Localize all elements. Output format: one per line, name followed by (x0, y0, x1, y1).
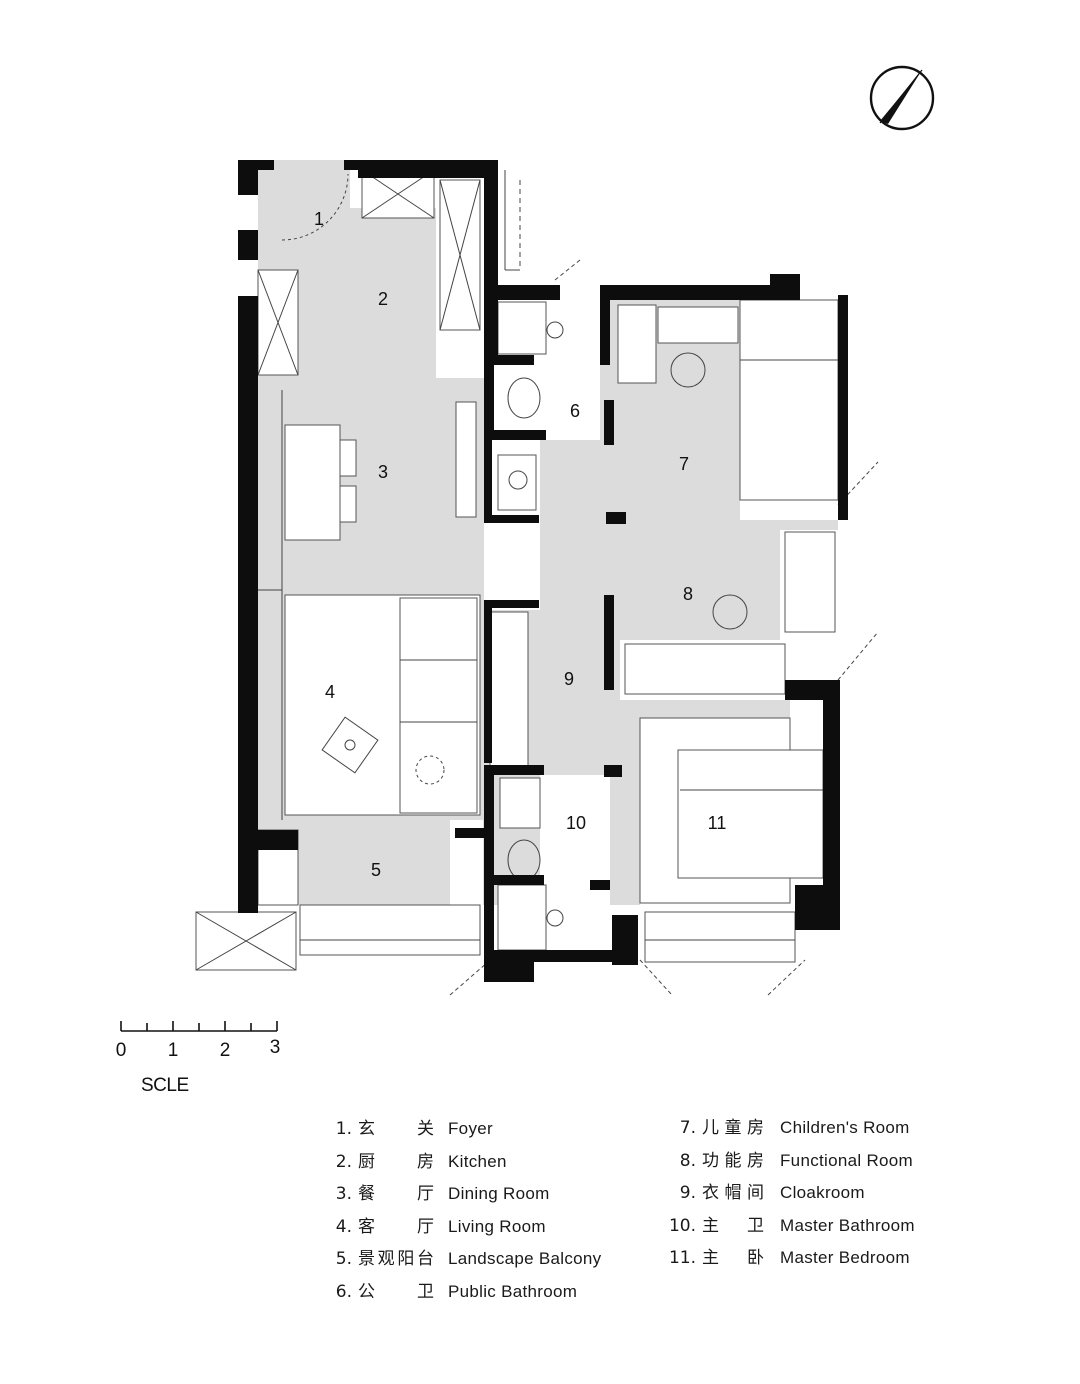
scale-tick-label: 0 (116, 1040, 127, 1061)
room-number: 3 (378, 462, 388, 482)
legend-english: Dining Room (448, 1184, 550, 1203)
furniture-overlays (195, 169, 839, 971)
room-number: 1 (314, 209, 324, 229)
legend-chinese: 厨房 (358, 1151, 436, 1172)
legend-item: 4. 客厅 Living Room (330, 1211, 602, 1244)
legend-number: 8. (679, 1150, 696, 1171)
legend-item: 11. 主卧 Master Bedroom (666, 1242, 915, 1275)
room-number: 6 (570, 401, 580, 421)
legend-english: Kitchen (448, 1151, 507, 1171)
legend-chinese: 主卫 (702, 1215, 766, 1236)
room-labels: 1 2 3 4 5 6 7 8 9 10 11 (314, 209, 726, 880)
walls (238, 160, 848, 982)
legend-item: 3. 餐厅 Dining Room (330, 1178, 602, 1211)
legend-chinese: 餐厅 (358, 1184, 436, 1204)
legend-number: 10. (668, 1215, 696, 1236)
legend-number: 3. (335, 1184, 352, 1204)
legend-number: 9. (679, 1183, 696, 1203)
room-number: 4 (325, 682, 335, 702)
room-number: 11 (708, 813, 727, 833)
legend-right-column: 7. 儿童房 Children's Room 8. 功能房 Functional Roo… (666, 1112, 915, 1275)
legend-english: Children's Room (780, 1118, 910, 1137)
room-number: 10 (566, 813, 586, 833)
legend-item: 1. 玄关 Foyer (330, 1113, 602, 1146)
room-number: 7 (679, 454, 689, 474)
legend-english: Functional Room (780, 1150, 914, 1170)
detail-lines (195, 169, 879, 996)
scale-bar (120, 1021, 278, 1032)
legend-chinese: 玄关 (358, 1119, 436, 1139)
room-number: 8 (683, 584, 693, 604)
scale-tick-label: 3 (270, 1037, 281, 1058)
legend-item: 9. 衣帽间 Cloakroom (666, 1177, 915, 1210)
legend-number: 6. (335, 1281, 352, 1302)
legend-chinese: 功能房 (702, 1150, 766, 1171)
legend-item: 10. 主卫 Master Bathroom (666, 1210, 915, 1243)
legend-number: 7. (679, 1118, 696, 1138)
legend-chinese: 景观阳台 (358, 1249, 436, 1269)
legend-chinese: 主卧 (702, 1248, 766, 1268)
legend-item: 7. 儿童房 Children's Room (666, 1112, 915, 1145)
room-number: 5 (371, 860, 381, 880)
legend-item: 6. 公卫 Public Bathroom (330, 1276, 602, 1309)
room-number: 2 (378, 289, 388, 309)
legend-english: Public Bathroom (448, 1281, 578, 1301)
legend-number: 1. (335, 1119, 352, 1139)
scale-tick-label: 2 (220, 1040, 231, 1061)
legend-english: Foyer (448, 1119, 493, 1138)
scale-tick-label: 1 (168, 1040, 179, 1061)
legend-english: Master Bedroom (780, 1248, 910, 1267)
legend-number: 5. (335, 1249, 352, 1269)
room-number: 9 (564, 669, 574, 689)
legend-item: 5. 景观阳台 Landscape Balcony (330, 1243, 602, 1276)
legend-english: Master Bathroom (780, 1215, 915, 1235)
legend-chinese: 衣帽间 (702, 1183, 766, 1203)
legend-item: 2. 厨房 Kitchen (330, 1146, 602, 1179)
scale-label: SCLE (141, 1075, 189, 1096)
legend-number: 2. (335, 1151, 352, 1172)
legend-chinese: 公卫 (358, 1281, 436, 1302)
legend-english: Cloakroom (780, 1183, 865, 1202)
north-arrow-icon (869, 65, 935, 131)
legend-number: 11. (668, 1248, 696, 1268)
legend-chinese: 儿童房 (702, 1118, 766, 1138)
legend-chinese: 客厅 (358, 1216, 436, 1237)
legend-left-column: 1. 玄关 Foyer 2. 厨房 Kitchen 3. 餐厅 Dining Room 4.… (330, 1113, 602, 1308)
legend-english: Landscape Balcony (448, 1249, 602, 1268)
legend-english: Living Room (448, 1216, 546, 1236)
legend-number: 4. (335, 1216, 352, 1237)
legend-item: 8. 功能房 Functional Room (666, 1145, 915, 1178)
